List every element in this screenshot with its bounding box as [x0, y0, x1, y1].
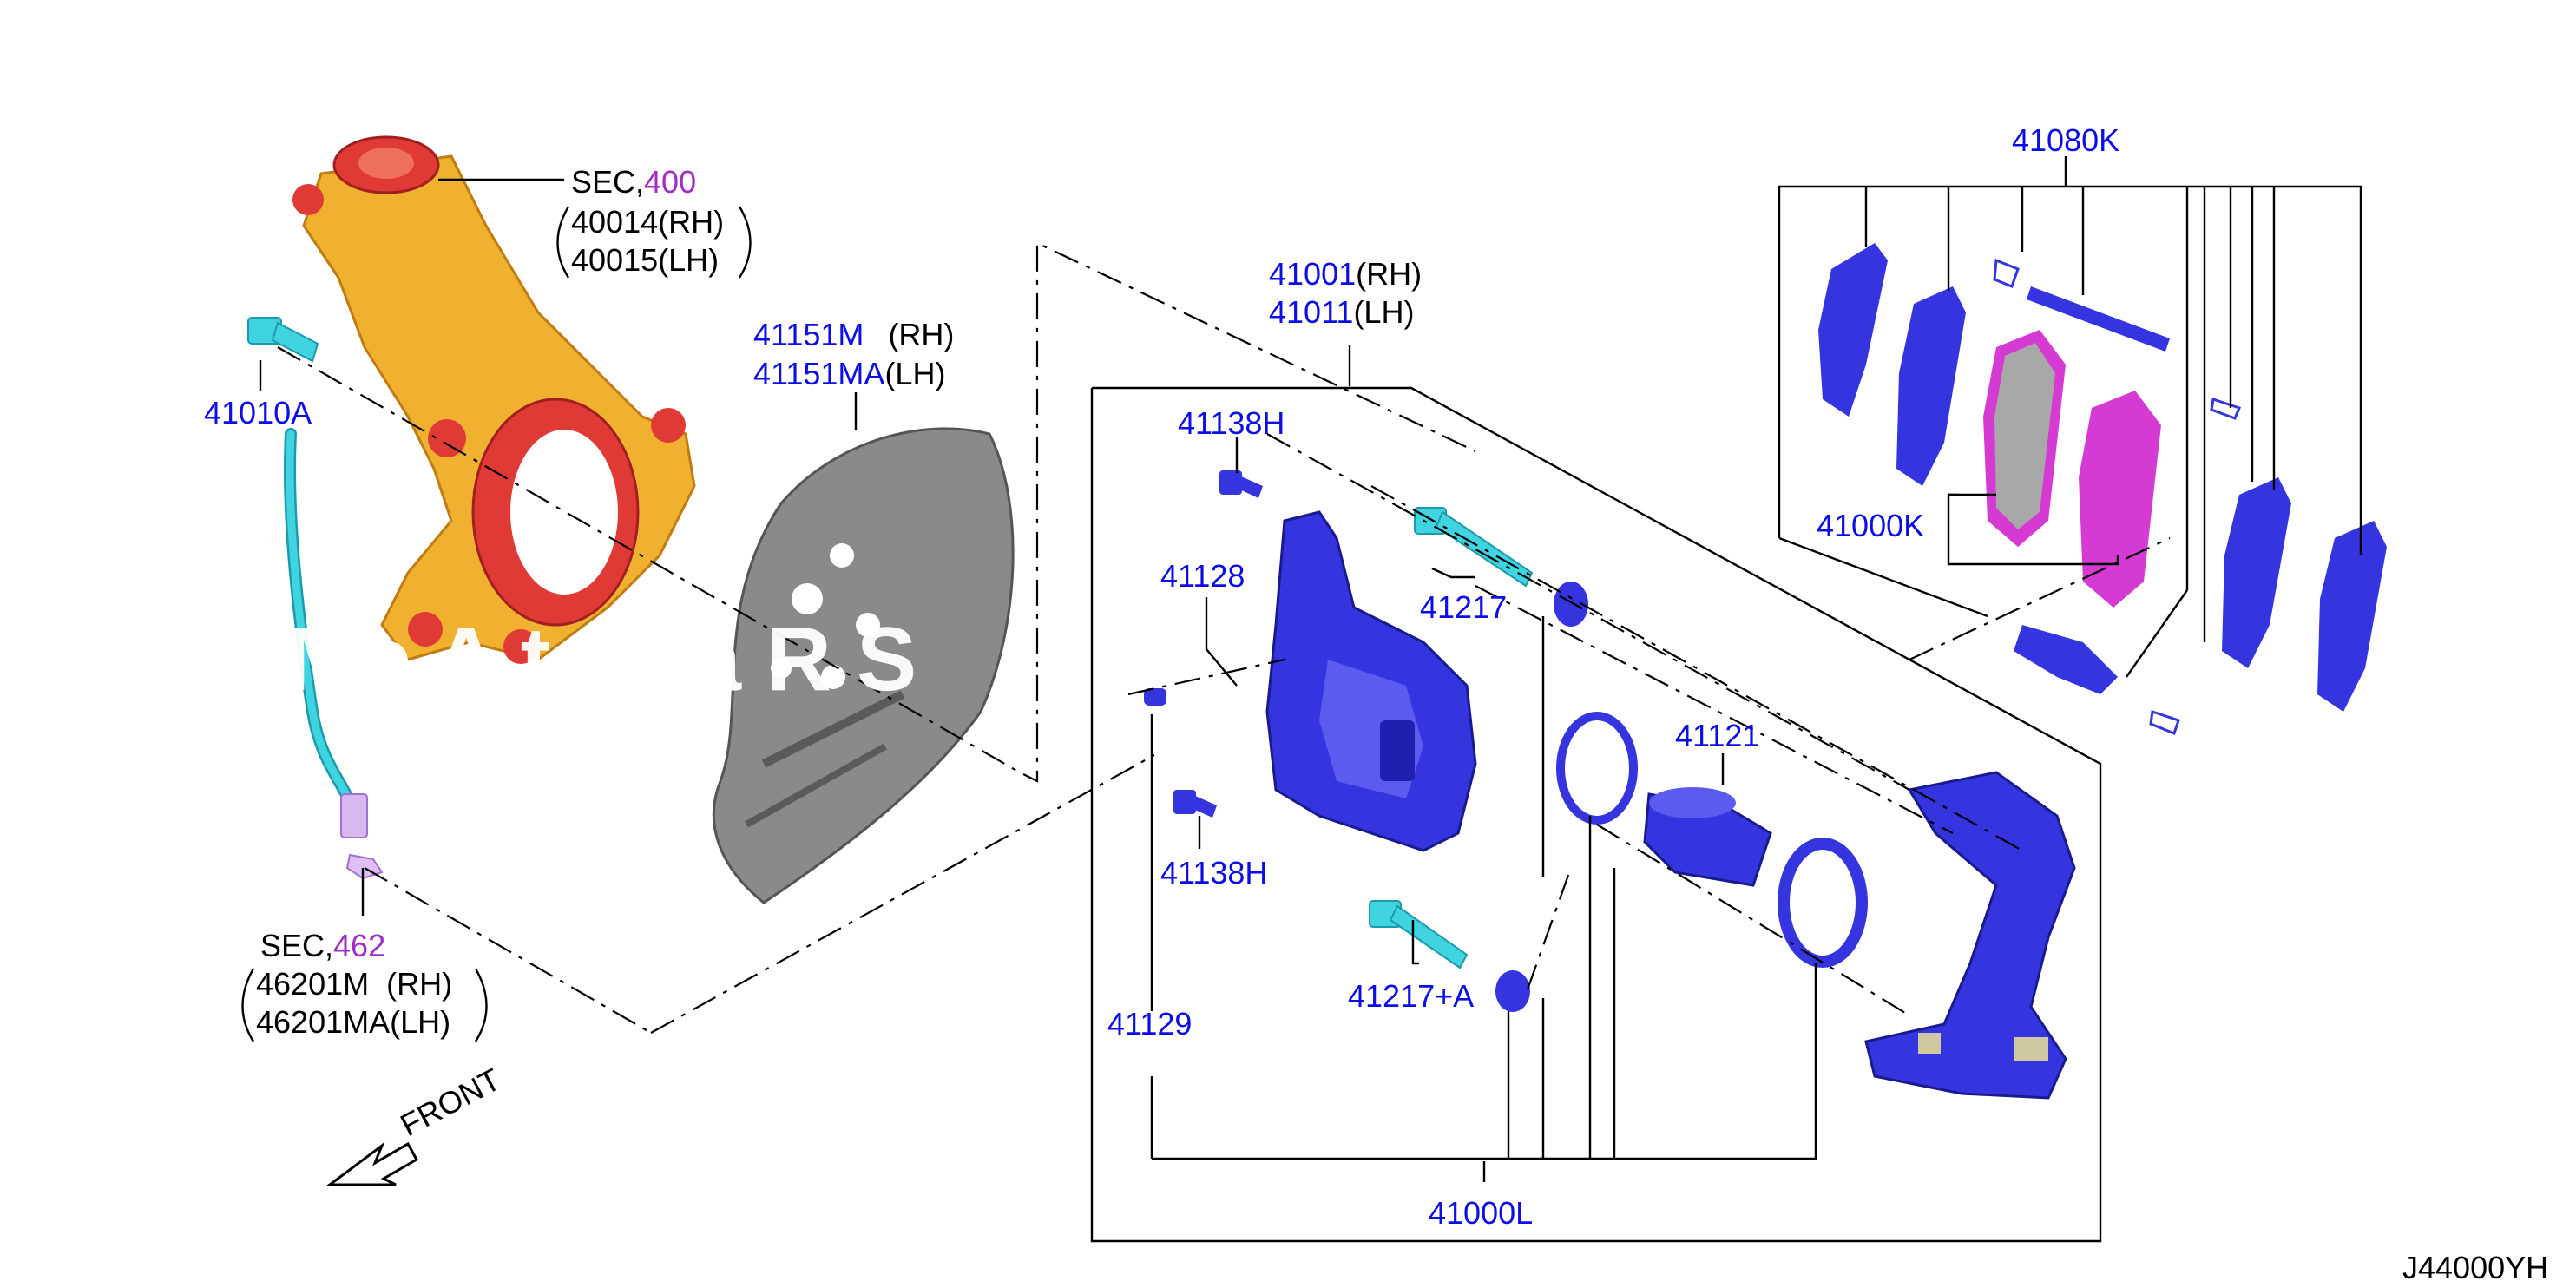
- bolt-41010a[interactable]: [247, 317, 319, 363]
- part-41010a[interactable]: 41010A: [204, 395, 312, 430]
- dust-shield[interactable]: [712, 427, 1015, 904]
- sec462-label: SEC,462: [260, 928, 385, 963]
- caliper-rh-label: 41001(RH): [1269, 256, 1422, 292]
- part-40015-lh[interactable]: 40015(LH): [571, 242, 719, 278]
- caliper-body[interactable]: [1265, 510, 1477, 852]
- shield-lh-label: 41151MA(LH): [753, 356, 945, 391]
- sec462-paren-left: [241, 968, 255, 1042]
- part-40014-rh[interactable]: 40014(RH): [571, 204, 724, 240]
- pad-shim-3[interactable]: [2222, 477, 2291, 668]
- pad-clip-bottom[interactable]: [2014, 625, 2118, 694]
- part-41011: 41011: [1269, 294, 1353, 330]
- diagram-code: J44000YH: [2402, 1250, 2548, 1285]
- pad-shim-4[interactable]: [2317, 521, 2387, 712]
- caliper-bracket[interactable]: [1864, 771, 2076, 1100]
- steering-knuckle[interactable]: [292, 135, 696, 664]
- hose-lh-label: 46201MA(LH): [256, 1004, 450, 1040]
- part-41000l[interactable]: 41000L: [1429, 1195, 1533, 1231]
- piston-41121[interactable]: [1643, 787, 1772, 887]
- hose-lh-tag: (LH): [390, 1004, 450, 1040]
- caliper-rh-tag: (RH): [1356, 256, 1422, 292]
- part-41138h-top[interactable]: 41138H: [1178, 405, 1285, 441]
- part-41129[interactable]: 41129: [1107, 1006, 1192, 1042]
- part-41151ma: 41151MA: [753, 356, 884, 391]
- leader-lines: [259, 178, 1725, 1182]
- guide-pin-41217a[interactable]: [1369, 900, 1469, 969]
- sec462-num: 462: [333, 928, 385, 963]
- caliper-lh-label: 41011(LH): [1269, 294, 1414, 330]
- shield-rh-tag: (RH): [888, 317, 954, 352]
- hose-rh-label: 46201M (RH): [256, 966, 452, 1002]
- caliper-lh-tag: (LH): [1353, 294, 1414, 330]
- part-41217a[interactable]: 41217+A: [1348, 978, 1474, 1014]
- sec462-sec: SEC,: [260, 928, 333, 963]
- part-41121[interactable]: 41121: [1675, 718, 1759, 753]
- sec400-label: SEC,400: [571, 164, 696, 200]
- part-41080k[interactable]: 41080K: [2012, 122, 2119, 158]
- brake-pad-inner[interactable]: [1983, 330, 2066, 547]
- part-41000k[interactable]: 41000K: [1817, 508, 1924, 543]
- bleeder-cap[interactable]: [1144, 688, 1166, 706]
- part-41151m: 41151M: [753, 317, 864, 352]
- bolt-41138h-bottom[interactable]: [1173, 790, 1217, 818]
- sec400-sec: SEC,: [571, 164, 644, 200]
- caliper-assembly-frame: [1090, 386, 2102, 1243]
- sec462-paren-right: [474, 968, 488, 1042]
- pin-boot-top[interactable]: [1554, 582, 1588, 627]
- front-arrow: [325, 1141, 419, 1186]
- brake-hose[interactable]: [284, 428, 384, 880]
- pad-kit-bracket: [1778, 156, 2362, 678]
- hose-rh-tag: (RH): [386, 966, 452, 1002]
- front-label: FRONT: [395, 1061, 507, 1143]
- sec400-paren-left: [556, 206, 570, 279]
- pin-boot-bottom[interactable]: [1495, 970, 1530, 1012]
- sec400-paren-right: [738, 206, 752, 279]
- shield-lh-tag: (LH): [884, 356, 945, 391]
- brake-pad-outer[interactable]: [2079, 391, 2161, 608]
- seal-kit-bracket: [1150, 616, 1817, 1160]
- piston-boot[interactable]: [1778, 838, 1868, 968]
- assembly-dash-lines: [277, 241, 2171, 1034]
- shield-rh-label: 41151M (RH): [753, 317, 954, 352]
- part-46201ma: 46201MA: [256, 1004, 390, 1040]
- pad-clip-top[interactable]: [2027, 286, 2170, 352]
- watermark: Me A ts Ca R S: [286, 609, 917, 710]
- part-41138h-bottom[interactable]: 41138H: [1160, 855, 1267, 890]
- piston-seal[interactable]: [1556, 712, 1638, 825]
- pad-shim-2[interactable]: [1896, 286, 1966, 486]
- part-41001: 41001: [1269, 256, 1356, 292]
- sec400-num: 400: [644, 164, 696, 200]
- part-41217[interactable]: 41217: [1420, 589, 1507, 625]
- bolt-41138h-top[interactable]: [1219, 470, 1263, 498]
- part-41128[interactable]: 41128: [1160, 558, 1245, 594]
- part-46201m: 46201M: [256, 966, 369, 1002]
- pad-shim-1[interactable]: [1818, 243, 1888, 417]
